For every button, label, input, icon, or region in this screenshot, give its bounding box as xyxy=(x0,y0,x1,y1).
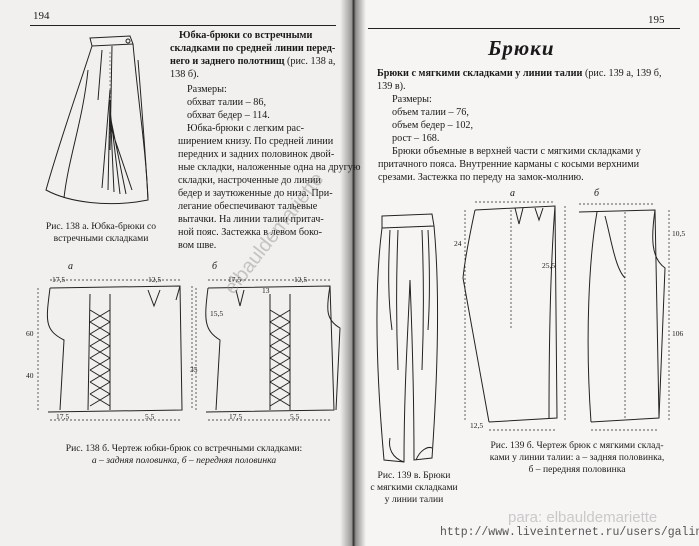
left-title-line3: него и заднего полотнищ (рис. 138 а, xyxy=(170,56,335,68)
pattern-drawing-138b xyxy=(37,279,341,421)
dim-55-b: 5,5 xyxy=(290,412,300,421)
fig-138a-caption-line2: встречными складками xyxy=(53,233,149,244)
left-body-line5: складки, настроченные до линии xyxy=(178,175,321,186)
fig-139v-caption-line2: с мягкими складками xyxy=(370,482,458,493)
right-page-number: 195 xyxy=(648,14,665,26)
left-page-number: 194 xyxy=(33,10,50,22)
right-body-line1: Брюки объемные в верхней части с мягкими… xyxy=(392,146,641,157)
dim-35: 35 xyxy=(190,365,198,374)
right-size-hip: объем бедер – 102, xyxy=(392,120,474,131)
left-size-waist: обхват талии – 86, xyxy=(187,97,267,108)
dim-40: 40 xyxy=(26,371,34,380)
right-page xyxy=(352,0,699,546)
left-title-line3-bold: него и заднего полотнищ xyxy=(170,56,285,67)
fig-139b-caption-line1: Рис. 139 б. Чертеж брюк с мягкими склад- xyxy=(490,440,664,451)
dim-106: 106 xyxy=(672,329,684,338)
left-body-line1: Юбка-брюки с легким рас- xyxy=(187,123,304,134)
left-title-line1: Юбка-брюки со встречными xyxy=(179,30,313,41)
right-title-line1: Брюки с мягкими складками у линии талии … xyxy=(377,68,662,80)
right-title-bold: Брюки с мягкими складками у линии талии xyxy=(377,68,583,79)
footer-url: http://www.liveinternet.ru/users/galina_… xyxy=(440,526,699,539)
left-title-line4: 138 б). xyxy=(170,69,199,80)
dim-60: 60 xyxy=(26,329,34,338)
left-body-line4: ные складки, наложенные одна на другую xyxy=(178,162,361,173)
dim-55: 5,5 xyxy=(145,412,155,421)
dim-125-a: 12,5 xyxy=(148,275,162,284)
drawing-label-b-left: б xyxy=(212,261,218,272)
right-body-line2: притачного пояса. Внутренние карманы с к… xyxy=(378,159,640,170)
drawing-label-a-left: а xyxy=(68,261,73,272)
fig-139v-caption-line3: у линии талии xyxy=(384,494,444,505)
fig-139b-caption-line3: б – передняя половинка xyxy=(528,464,626,475)
right-heading: Брюки xyxy=(488,36,555,60)
credit-watermark: para: elbauldemariette xyxy=(508,509,658,526)
left-sizes-label: Размеры: xyxy=(187,84,227,95)
left-body-line6: бедер и заутюженные до низа. При- xyxy=(178,188,333,199)
dim-125-right: 12,5 xyxy=(470,421,484,430)
dim-175-c: 17,5 xyxy=(228,275,242,284)
dim-125-b: 12,5 xyxy=(294,275,308,284)
fig-138b-caption-line2: а – задняя половинка, б – передняя полов… xyxy=(91,455,277,466)
left-title-line2: складками по средней линии перед- xyxy=(170,43,336,54)
book-gutter xyxy=(340,0,366,546)
left-body-line2: ширением книзу. По средней линии xyxy=(178,136,334,147)
dim-175-b: 17,5 xyxy=(56,412,70,421)
skirt-illustration-138a xyxy=(45,35,149,205)
fig-138a-caption-line1: Рис. 138 а. Юбка-брюки со xyxy=(45,221,157,232)
dim-155: 15,5 xyxy=(210,309,224,318)
left-body-line8: вытачки. На линии талии притач- xyxy=(178,214,324,225)
dim-255: 25,5 xyxy=(542,261,556,270)
dim-175-a: 17,5 xyxy=(52,275,66,284)
left-size-hip: обхват бедер – 114. xyxy=(187,110,270,121)
drawing-label-a-right: а xyxy=(510,188,515,199)
left-page xyxy=(0,0,352,546)
pattern-drawing-139b xyxy=(462,201,670,431)
right-header-rule xyxy=(368,28,680,29)
trousers-illustration-139v xyxy=(376,213,439,463)
left-body-line7: легание обеспечивают тальевые xyxy=(178,201,318,212)
left-title-line3-rest: (рис. 138 а, xyxy=(284,56,336,67)
left-body-line10: вом шве. xyxy=(178,240,217,251)
right-title-line2: 139 в). xyxy=(377,81,406,92)
dim-13: 13 xyxy=(262,286,270,295)
left-body-line3: передних и задних половинок двой- xyxy=(178,149,335,160)
right-title-rest: (рис. 139 а, 139 б, xyxy=(582,68,662,79)
left-body-line9: ной пояс. Застежка в левом боко- xyxy=(178,227,323,238)
dim-175-d: 17,5 xyxy=(229,412,243,421)
right-size-height: рост – 168. xyxy=(392,133,440,144)
dim-24: 24 xyxy=(454,239,462,248)
right-body-line3: срезами. Застежка по переду на замок-мол… xyxy=(378,172,584,183)
fig-139b-caption-line2: ками у линии талии: а – задняя половинка… xyxy=(489,452,665,463)
fig-138b-caption-line1: Рис. 138 б. Чертеж юбки-брюк со встречны… xyxy=(65,443,303,454)
left-header-rule xyxy=(30,25,336,26)
drawing-label-b-right: б xyxy=(594,188,600,199)
fig-139v-caption-line1: Рис. 139 в. Брюки xyxy=(377,470,451,481)
right-size-waist: объем талии – 76, xyxy=(392,107,469,118)
dim-105: 10,5 xyxy=(672,229,686,238)
right-sizes-label: Размеры: xyxy=(392,94,432,105)
